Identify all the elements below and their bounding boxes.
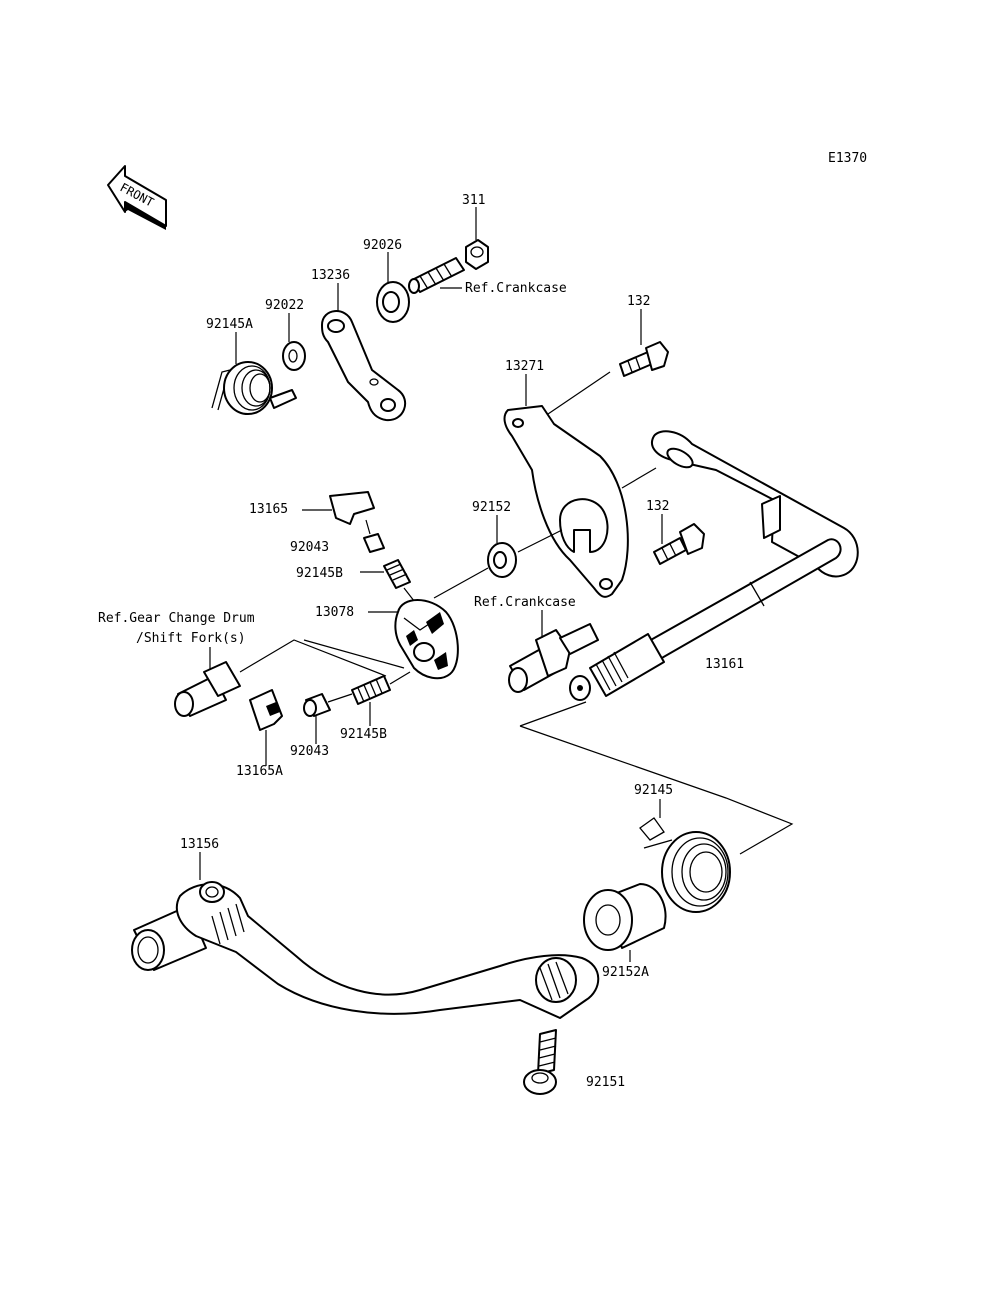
pin-ref-gear-change-drum [174, 661, 241, 717]
part-13156-pedal [131, 881, 600, 1019]
label-311: 311 [462, 193, 485, 208]
part-92152A-collar [583, 883, 667, 951]
part-92152-washer [487, 542, 517, 578]
part-92026-washer [376, 281, 410, 323]
part-92022-washer [282, 341, 306, 371]
front-arrow-icon: FRONT [107, 165, 167, 230]
label-132-top: 132 [627, 294, 650, 309]
label-13271: 13271 [505, 359, 544, 374]
part-13271-plate [503, 405, 629, 598]
label-92043-bottom: 92043 [290, 744, 329, 759]
label-13165: 13165 [249, 502, 288, 517]
label-ref-crankcase-mid: Ref.Crankcase [474, 595, 576, 610]
diagram-code: E1370 [828, 151, 867, 166]
part-92145-spring [639, 817, 731, 913]
part-92043-pin-bottom [303, 693, 331, 717]
label-92145: 92145 [634, 783, 673, 798]
part-13078-cam [394, 599, 459, 680]
part-13236-link [321, 310, 407, 422]
part-13165-pawl [329, 491, 375, 525]
stud-ref-crankcase-mid [508, 623, 599, 693]
label-13078: 13078 [315, 605, 354, 620]
label-ref-gear-line1: Ref.Gear Change Drum [98, 611, 255, 626]
part-13161-shaft [569, 430, 859, 701]
label-ref-crankcase-top: Ref.Crankcase [465, 281, 567, 296]
label-92026: 92026 [363, 238, 402, 253]
label-132-mid: 132 [646, 499, 669, 514]
part-311-nut [465, 239, 489, 270]
label-92152: 92152 [472, 500, 511, 515]
label-92145B-top: 92145B [296, 566, 343, 581]
label-13165A: 13165A [236, 764, 283, 779]
part-92043-pin-top [363, 519, 385, 553]
label-13156: 13156 [180, 837, 219, 852]
label-13161: 13161 [705, 657, 744, 672]
part-132-bolt-top [619, 341, 669, 377]
label-92152A: 92152A [602, 965, 649, 980]
label-92022: 92022 [265, 298, 304, 313]
stud-ref-crankcase [408, 257, 465, 294]
part-92151-bolt [523, 1029, 557, 1095]
part-92145B-spring-top [383, 559, 411, 589]
label-ref-gear-line2: /Shift Fork(s) [136, 631, 246, 646]
label-92151: 92151 [586, 1075, 625, 1090]
part-92145A-spring [211, 361, 297, 415]
label-13236: 13236 [311, 268, 350, 283]
part-132-bolt-mid [653, 523, 705, 565]
label-92145B-bottom: 92145B [340, 727, 387, 742]
label-92043-top: 92043 [290, 540, 329, 555]
label-92145A: 92145A [206, 317, 253, 332]
part-92145B-spring-bottom [351, 675, 391, 705]
part-13165A-pawl [249, 689, 283, 731]
